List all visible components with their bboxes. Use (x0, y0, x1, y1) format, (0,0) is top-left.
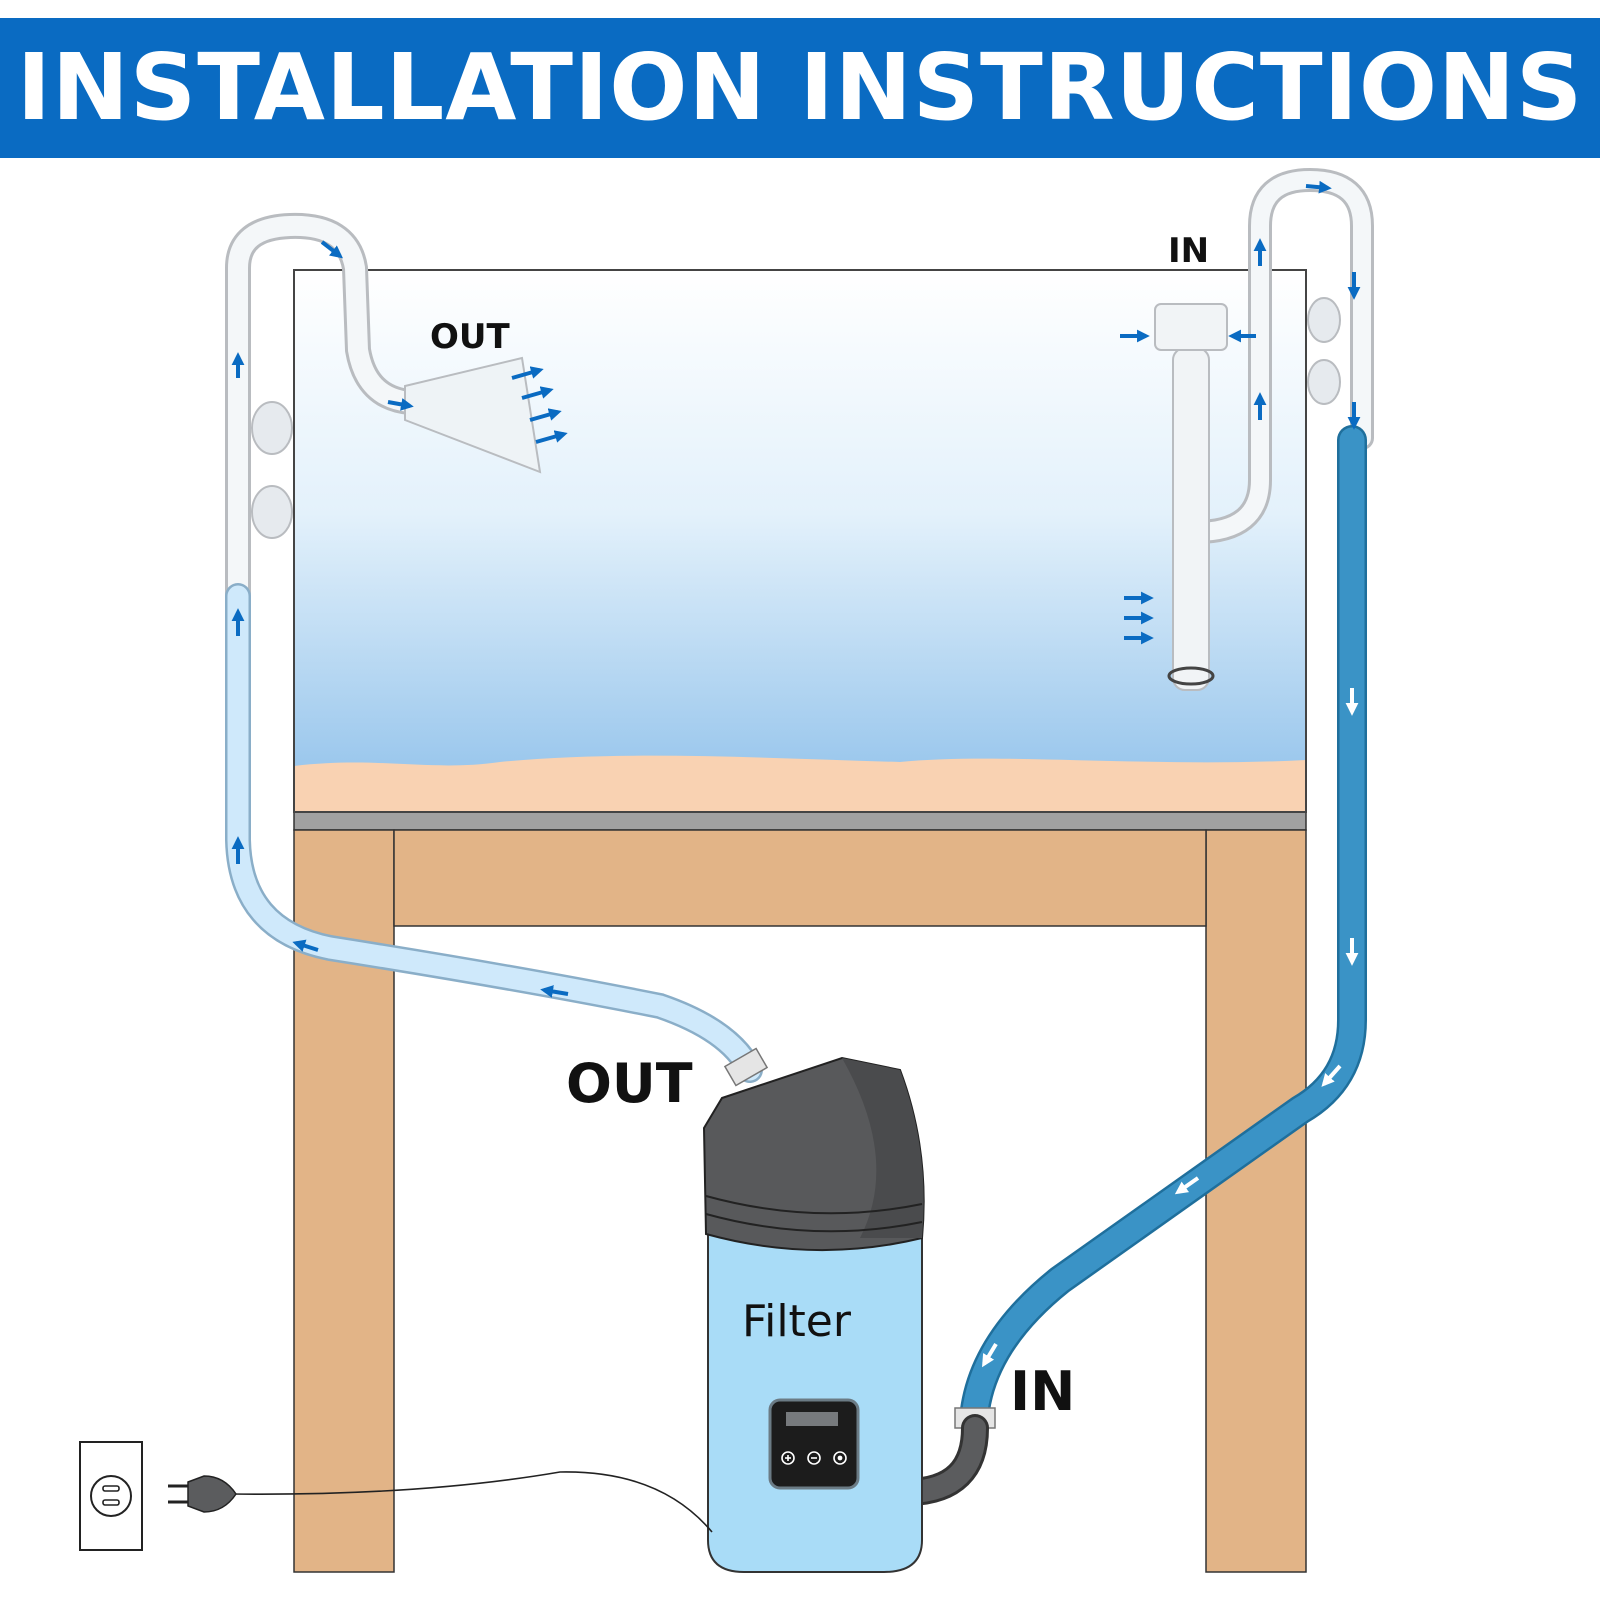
tank-in-label: IN (1168, 231, 1209, 271)
power-cord (231, 1471, 713, 1533)
flow-arrow (535, 430, 568, 444)
filter-in-label: IN (1010, 1360, 1075, 1423)
hose-connector (723, 1047, 769, 1087)
suction-cup (1307, 359, 1341, 405)
power-button-icon[interactable] (833, 1451, 847, 1465)
tank-sand (294, 755, 1306, 812)
power-outlet-icon (79, 1441, 143, 1551)
filter-head-side (842, 1058, 924, 1238)
outflow-hose (225, 583, 769, 1087)
flow-arrow (320, 240, 344, 259)
intake-strainer-ring (1167, 666, 1215, 686)
outflow-glass-pipe (225, 212, 542, 609)
table-leg-right (1205, 829, 1307, 1573)
canister-filter (702, 1056, 925, 1573)
suction-cup (251, 485, 293, 539)
aquarium-tank (293, 269, 1307, 813)
plus-icon[interactable] (781, 1451, 795, 1465)
flow-arrow (1321, 1064, 1342, 1087)
flow-arrow (387, 398, 414, 411)
tank-water (294, 270, 1306, 812)
flow-arrow (292, 939, 319, 952)
flow-arrow (529, 408, 562, 422)
tank-out-label: OUT (430, 317, 511, 357)
filter-out-label: OUT (566, 1052, 693, 1115)
minus-icon[interactable] (807, 1451, 821, 1465)
surface-skimmer (1154, 303, 1228, 351)
flow-arrow (540, 985, 569, 998)
flow-arrow (1305, 180, 1332, 194)
flow-arrow (982, 1342, 998, 1368)
flow-arrows (231, 180, 1361, 998)
filter-label: Filter (742, 1296, 852, 1347)
intake-tube (1172, 347, 1210, 691)
flow-arrow (521, 386, 554, 400)
suction-cup (251, 401, 293, 455)
power-plug-icon (187, 1475, 237, 1513)
tank-glass (293, 269, 1307, 813)
control-display (786, 1412, 838, 1426)
flow-arrows-inflow (982, 688, 1359, 1368)
flow-arrow (511, 366, 544, 380)
inflow-glass-pipe (1154, 167, 1374, 691)
title-banner: INSTALLATION INSTRUCTIONS (0, 18, 1600, 158)
page-title: INSTALLATION INSTRUCTIONS (16, 34, 1584, 141)
suction-cup (1307, 297, 1341, 343)
table-top-edge (293, 811, 1307, 831)
table-apron (393, 829, 1207, 927)
power-supply (79, 1441, 713, 1551)
flow-arrow (1174, 1176, 1200, 1195)
